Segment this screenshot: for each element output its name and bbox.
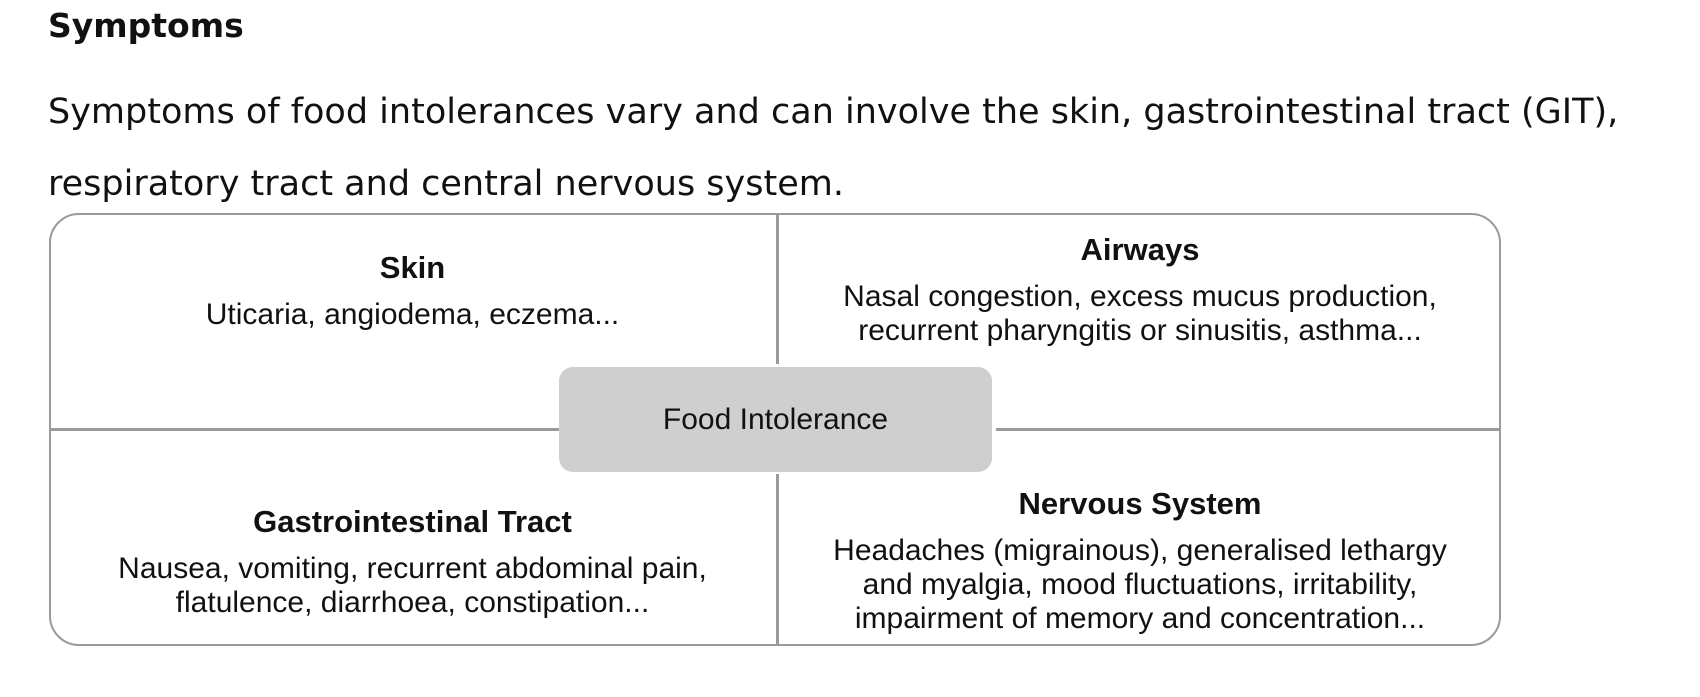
intro-paragraph: Symptoms of food intolerances vary and c… <box>48 92 1619 204</box>
quadrant-airways-text: Nasal congestion, excess mucus productio… <box>790 280 1490 348</box>
quadrant-skin-text: Uticaria, angiodema, eczema... <box>70 298 755 332</box>
divider-horizontal-right <box>996 428 1500 431</box>
center-node-label: Food Intolerance <box>662 402 889 436</box>
section-heading: Symptoms <box>48 6 244 45</box>
quadrant-gastrointestinal-title: Gastrointestinal Tract <box>253 504 572 539</box>
quadrant-nervous-system: Nervous System Headaches (migrainous), g… <box>790 486 1490 636</box>
divider-vertical-top <box>776 214 779 364</box>
quadrant-gastrointestinal-text: Nausea, vomiting, recurrent abdominal pa… <box>70 552 755 620</box>
quadrant-nervous-system-line: impairment of memory and concentration..… <box>854 602 1426 635</box>
quadrant-airways-title: Airways <box>1080 232 1200 267</box>
center-node: Food Intolerance <box>559 367 992 472</box>
divider-horizontal-left <box>50 428 560 431</box>
quadrant-skin: Skin Uticaria, angiodema, eczema... <box>70 250 755 332</box>
quadrant-gastrointestinal-line: Nausea, vomiting, recurrent abdominal pa… <box>118 552 707 585</box>
quadrant-nervous-system-title: Nervous System <box>1018 486 1262 521</box>
quadrant-nervous-system-text: Headaches (migrainous), generalised leth… <box>790 534 1490 636</box>
quadrant-skin-line: Uticaria, angiodema, eczema... <box>205 298 620 331</box>
quadrant-skin-title: Skin <box>379 250 446 285</box>
quadrant-gastrointestinal: Gastrointestinal Tract Nausea, vomiting,… <box>70 504 755 620</box>
quadrant-gastrointestinal-line: flatulence, diarrhoea, constipation... <box>175 586 650 619</box>
divider-vertical-bottom <box>776 474 779 646</box>
quadrant-nervous-system-line: Headaches (migrainous), generalised leth… <box>833 534 1447 567</box>
quadrant-airways-line: Nasal congestion, excess mucus productio… <box>843 280 1437 313</box>
quadrant-airways: Airways Nasal congestion, excess mucus p… <box>790 232 1490 348</box>
quadrant-airways-line: recurrent pharyngitis or sinusitis, asth… <box>858 314 1422 347</box>
quadrant-nervous-system-line: and myalgia, mood fluctuations, irritabi… <box>862 568 1418 601</box>
